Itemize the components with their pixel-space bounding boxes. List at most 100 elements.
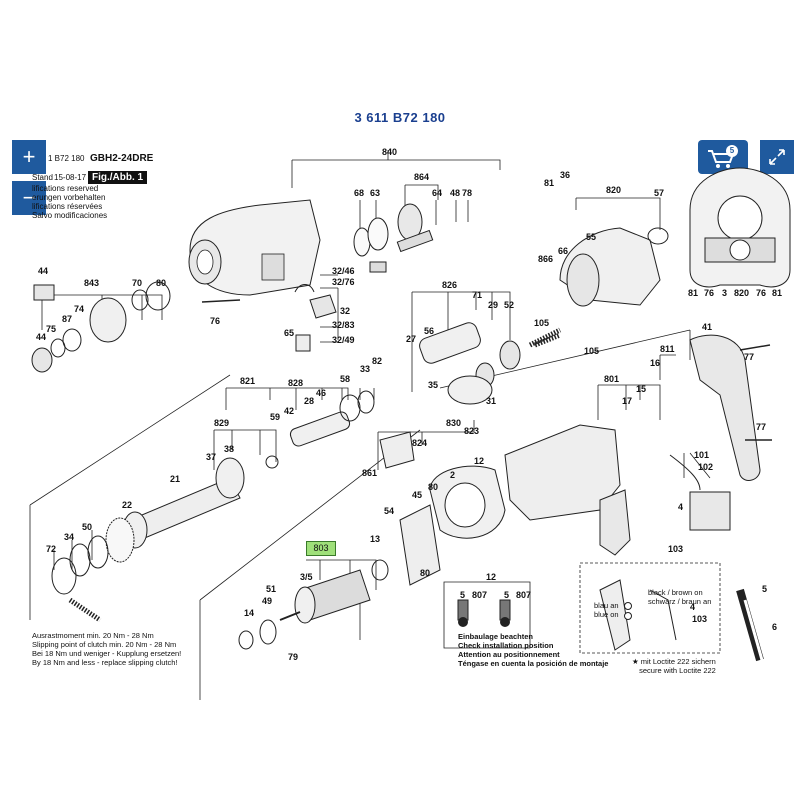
wire-label-blau: blau an bbox=[594, 601, 619, 610]
callout: 820 bbox=[734, 288, 749, 298]
callout: 42 bbox=[284, 406, 294, 416]
callout: 50 bbox=[82, 522, 92, 532]
callout: 864 bbox=[414, 172, 429, 182]
callout: 32/49 bbox=[332, 335, 355, 345]
zoom-out-button[interactable]: − bbox=[12, 181, 46, 215]
callout: 64 bbox=[432, 188, 442, 198]
callout: 34 bbox=[64, 532, 74, 542]
notice-block: lifications reserved erungen vorbehalten… bbox=[32, 184, 107, 220]
callout: 21 bbox=[170, 474, 180, 484]
callout: 32/83 bbox=[332, 320, 355, 330]
callout: 102 bbox=[698, 462, 713, 472]
callout: 32/76 bbox=[332, 277, 355, 287]
callout-labels: 840 68 63 864 64 48 78 81 36 820 57 66 5… bbox=[36, 147, 782, 662]
callout: 101 bbox=[694, 450, 709, 460]
callout: 56 bbox=[424, 326, 434, 336]
callout: 78 bbox=[462, 188, 472, 198]
callout: 32 bbox=[340, 306, 350, 316]
callout: 44 bbox=[36, 332, 46, 342]
selector-switch bbox=[294, 284, 337, 352]
callout: 76 bbox=[756, 288, 766, 298]
callout: 4 bbox=[678, 502, 683, 512]
callout: 80 bbox=[428, 482, 438, 492]
gear-housing bbox=[188, 199, 321, 303]
model-name: GBH2-24DRE bbox=[90, 153, 154, 164]
install-note-line: Téngase en cuenta la posición de montaje bbox=[458, 659, 609, 668]
callout: 48 bbox=[450, 188, 460, 198]
callout: 46 bbox=[316, 388, 326, 398]
figure-label: Fig./Abb. 1 bbox=[88, 171, 148, 184]
callout: 29 bbox=[488, 300, 498, 310]
housing-front-view bbox=[689, 167, 791, 288]
callout: 32/46 bbox=[332, 266, 355, 276]
callout: 27 bbox=[406, 334, 416, 344]
callout: 12 bbox=[474, 456, 484, 466]
callout: 13 bbox=[370, 534, 380, 544]
callout: 828 bbox=[288, 378, 303, 388]
callout: 824 bbox=[412, 438, 427, 448]
armature bbox=[238, 559, 389, 650]
callout: 14 bbox=[244, 608, 254, 618]
callout: 66 bbox=[558, 246, 568, 256]
header-date: 15-08-17 bbox=[54, 173, 87, 182]
loctite-note-line: secure with Loctite 222 bbox=[639, 666, 716, 675]
minus-icon: − bbox=[22, 185, 36, 210]
callout: 81 bbox=[772, 288, 782, 298]
callout: 33 bbox=[360, 364, 370, 374]
clutch-note-line: Ausrastmoment min. 20 Nm - 28 Nm bbox=[32, 631, 154, 640]
hammer-tube bbox=[122, 455, 279, 549]
leader-lines bbox=[29, 150, 721, 700]
callout: 840 bbox=[382, 147, 397, 157]
callout: 54 bbox=[384, 506, 394, 516]
bearing-set bbox=[353, 203, 434, 273]
callout: 82 bbox=[372, 356, 382, 366]
callout: 843 bbox=[84, 278, 99, 288]
switch-and-cable bbox=[669, 454, 764, 662]
callout: 826 bbox=[442, 280, 457, 290]
expand-icon bbox=[769, 149, 785, 165]
piston-assembly bbox=[419, 322, 562, 405]
clutch-note-line: Bei 18 Nm und weniger - Kupplung ersetze… bbox=[32, 649, 182, 658]
header-part-number: 1 B72 180 bbox=[48, 154, 85, 163]
install-note-line: Attention au positionnement bbox=[458, 650, 560, 659]
callout: 37 bbox=[206, 452, 216, 462]
zoom-in-button[interactable]: + bbox=[12, 140, 46, 174]
callout: 49 bbox=[262, 596, 272, 606]
callout: 811 bbox=[660, 344, 675, 354]
callout: 6 bbox=[772, 622, 777, 632]
stand-label: Stand bbox=[32, 173, 53, 182]
callout: 51 bbox=[266, 584, 276, 594]
clutch-note-line: By 18 Nm and less - replace slipping clu… bbox=[32, 658, 178, 667]
callout: 58 bbox=[340, 374, 350, 384]
install-note: Einbaulage beachten Check installation p… bbox=[458, 632, 608, 668]
callout: 72 bbox=[46, 544, 56, 554]
callout: 74 bbox=[74, 304, 84, 314]
callout: 38 bbox=[224, 444, 234, 454]
highlighted-part-803[interactable]: 803 bbox=[306, 541, 336, 556]
callout: 45 bbox=[412, 490, 422, 500]
callout: 76 bbox=[210, 316, 220, 326]
callout: 81 bbox=[688, 288, 698, 298]
callout: 77 bbox=[756, 422, 766, 432]
notice-line: erungen vorbehalten bbox=[32, 193, 106, 202]
callout: 79 bbox=[288, 652, 298, 662]
document-number: 3 611 B72 180 bbox=[354, 110, 446, 125]
callout: 2 bbox=[450, 470, 455, 480]
callout: 3/5 bbox=[300, 572, 313, 582]
callout: 103 bbox=[692, 614, 707, 624]
loctite-note: ★ mit Loctite 222 sichern secure with Lo… bbox=[632, 657, 716, 675]
wire-label-schwarz-braun: schwarz / braun an bbox=[648, 597, 712, 606]
callout: 35 bbox=[428, 380, 438, 390]
callout: 80 bbox=[420, 568, 430, 578]
motor-housing bbox=[504, 424, 631, 556]
callout: 105 bbox=[534, 318, 549, 328]
callout: 17 bbox=[622, 396, 632, 406]
callout: 68 bbox=[354, 188, 364, 198]
expand-button[interactable] bbox=[760, 140, 794, 174]
callout: 821 bbox=[240, 376, 255, 386]
callout: 801 bbox=[604, 374, 619, 384]
callout: 59 bbox=[270, 412, 280, 422]
callout: 31 bbox=[486, 396, 496, 406]
notice-line: Salvo modificaciones bbox=[32, 211, 108, 220]
